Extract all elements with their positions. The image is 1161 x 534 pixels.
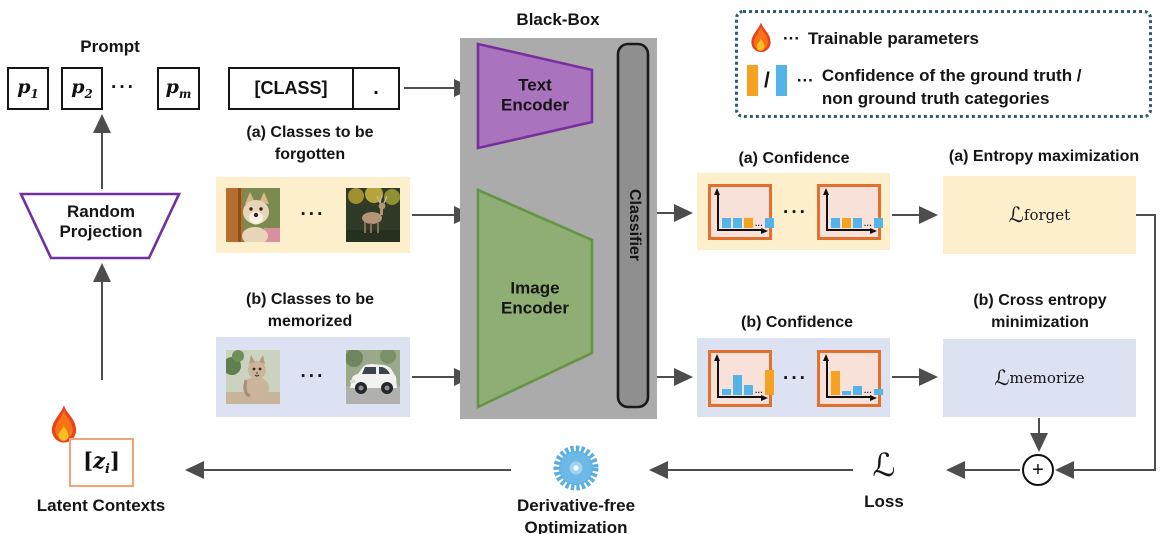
blue-confidence-bar xyxy=(874,218,883,228)
prompt-token-p2: p2 xyxy=(61,67,103,110)
confidence-b-ellipsis: ··· xyxy=(783,368,808,389)
blue-confidence-bar xyxy=(765,218,774,228)
image-encoder-shape xyxy=(476,188,594,410)
chart-ellipsis: ··· xyxy=(755,221,763,230)
confidence-a-ellipsis: ··· xyxy=(783,202,808,223)
blue-confidence-bar xyxy=(733,218,742,228)
chart-axes xyxy=(823,188,877,234)
flame-icon xyxy=(51,405,77,443)
prompt-token-p1: p1 xyxy=(7,67,49,110)
p1-symbol: p1 xyxy=(17,76,39,101)
orange-confidence-bar xyxy=(744,218,753,228)
orange-confidence-bar xyxy=(831,371,840,395)
orange-confidence-bar xyxy=(765,369,774,395)
class-token-box: [CLASS] . xyxy=(228,67,400,110)
zi-symbol: [zi] xyxy=(83,447,120,478)
blue-confidence-bar xyxy=(722,218,731,228)
ground-truth-bar-icon xyxy=(747,65,758,96)
blue-confidence-bar xyxy=(733,375,742,395)
blue-confidence-bar xyxy=(853,218,862,228)
memorized-title-line1: (b) Classes to be xyxy=(245,291,375,308)
legend-slash: / xyxy=(764,69,770,92)
legend-box: ··· Trainable parameters / ··· Confidenc… xyxy=(735,10,1152,118)
chart-ellipsis: ··· xyxy=(864,388,872,397)
legend-dots-1: ··· xyxy=(783,28,800,48)
text-encoder-label: Text Encoder xyxy=(500,75,570,114)
random-projection-label: Random Projection xyxy=(59,202,143,242)
prompt-ellipsis: ··· xyxy=(111,77,136,98)
blackbox-region: Text Encoder Image Encoder Classifier xyxy=(460,38,657,419)
confidence-chart-b2: ··· xyxy=(817,350,883,407)
prompt-token-pm: pm xyxy=(157,67,200,110)
blue-confidence-bar xyxy=(744,385,753,395)
chart-ellipsis: ··· xyxy=(755,388,763,397)
class-label: [CLASS] xyxy=(254,78,328,98)
blue-confidence-bar xyxy=(842,391,851,395)
image-encoder-label: Image Encoder xyxy=(500,278,570,317)
legend-row-trainable: ··· Trainable parameters xyxy=(747,21,979,57)
cross-entropy-title-line1: (b) Cross entropy xyxy=(973,292,1107,309)
gear-icon xyxy=(553,445,599,491)
chart-axes xyxy=(823,354,877,401)
pm-symbol: pm xyxy=(165,76,192,101)
car-image xyxy=(345,350,400,404)
confidence-chart-b1: ··· xyxy=(708,350,774,407)
confidence-a-title: (a) Confidence xyxy=(738,150,850,167)
forgotten-images-box: ··· xyxy=(216,177,410,253)
total-loss-symbol: ℒ xyxy=(872,446,896,484)
class-period: . xyxy=(352,69,398,108)
latent-contexts-label: Latent Contexts xyxy=(36,496,166,515)
total-loss-label: Loss xyxy=(864,492,904,511)
orange-confidence-bar xyxy=(842,218,851,228)
p2-symbol: p2 xyxy=(71,76,93,101)
forgotten-title-line1: (a) Classes to be xyxy=(246,124,374,141)
legend-trainable-label: Trainable parameters xyxy=(807,28,980,48)
confidence-b-title: (b) Confidence xyxy=(741,314,853,331)
forgotten-ellipsis: ··· xyxy=(300,204,326,225)
plus-sign: + xyxy=(1032,458,1044,481)
blue-confidence-bar xyxy=(874,389,883,395)
dfo-label-line2: Optimization xyxy=(524,518,628,534)
flame-icon xyxy=(751,22,771,53)
random-projection-shape xyxy=(18,192,182,260)
entropy-max-title: (a) Entropy maximization xyxy=(948,148,1140,165)
confidence-chart-a2: ··· xyxy=(817,184,883,240)
prompt-title: Prompt xyxy=(80,37,140,56)
legend-row-confidence: / ··· Confidence of the ground truth / n… xyxy=(747,65,1082,111)
chart-axes xyxy=(714,354,768,401)
legend-confidence-label: Confidence of the ground truth / non gro… xyxy=(821,66,1082,108)
memorized-ellipsis: ··· xyxy=(300,366,326,387)
classifier-shape xyxy=(616,42,650,409)
forgotten-title-line2: forgotten xyxy=(274,146,346,163)
memorized-title-line2: memorized xyxy=(267,313,353,330)
blue-confidence-bar xyxy=(831,218,840,228)
chart-axes xyxy=(714,188,768,234)
blackbox-title: Black-Box xyxy=(516,10,600,29)
blue-confidence-bar xyxy=(853,386,862,395)
classifier-label: Classifier xyxy=(626,188,643,262)
legend-dots-2: ··· xyxy=(796,71,814,90)
dog-image xyxy=(226,188,281,242)
confidence-chart-a1: ··· xyxy=(708,184,774,240)
chart-ellipsis: ··· xyxy=(864,221,872,230)
latent-context-token: [zi] xyxy=(69,438,134,487)
blue-confidence-bar xyxy=(722,389,731,395)
text-encoder-shape xyxy=(476,42,594,150)
dfo-label-line1: Derivative-free xyxy=(516,496,636,515)
deer-image xyxy=(345,188,400,242)
non-ground-truth-bar-icon xyxy=(775,65,787,96)
cat-image xyxy=(226,350,281,404)
memorized-images-box: ··· xyxy=(216,337,410,417)
sum-node: + xyxy=(1022,454,1054,486)
blackbox-shapes xyxy=(476,42,650,410)
cross-entropy-title-line2: minimization xyxy=(991,314,1089,331)
